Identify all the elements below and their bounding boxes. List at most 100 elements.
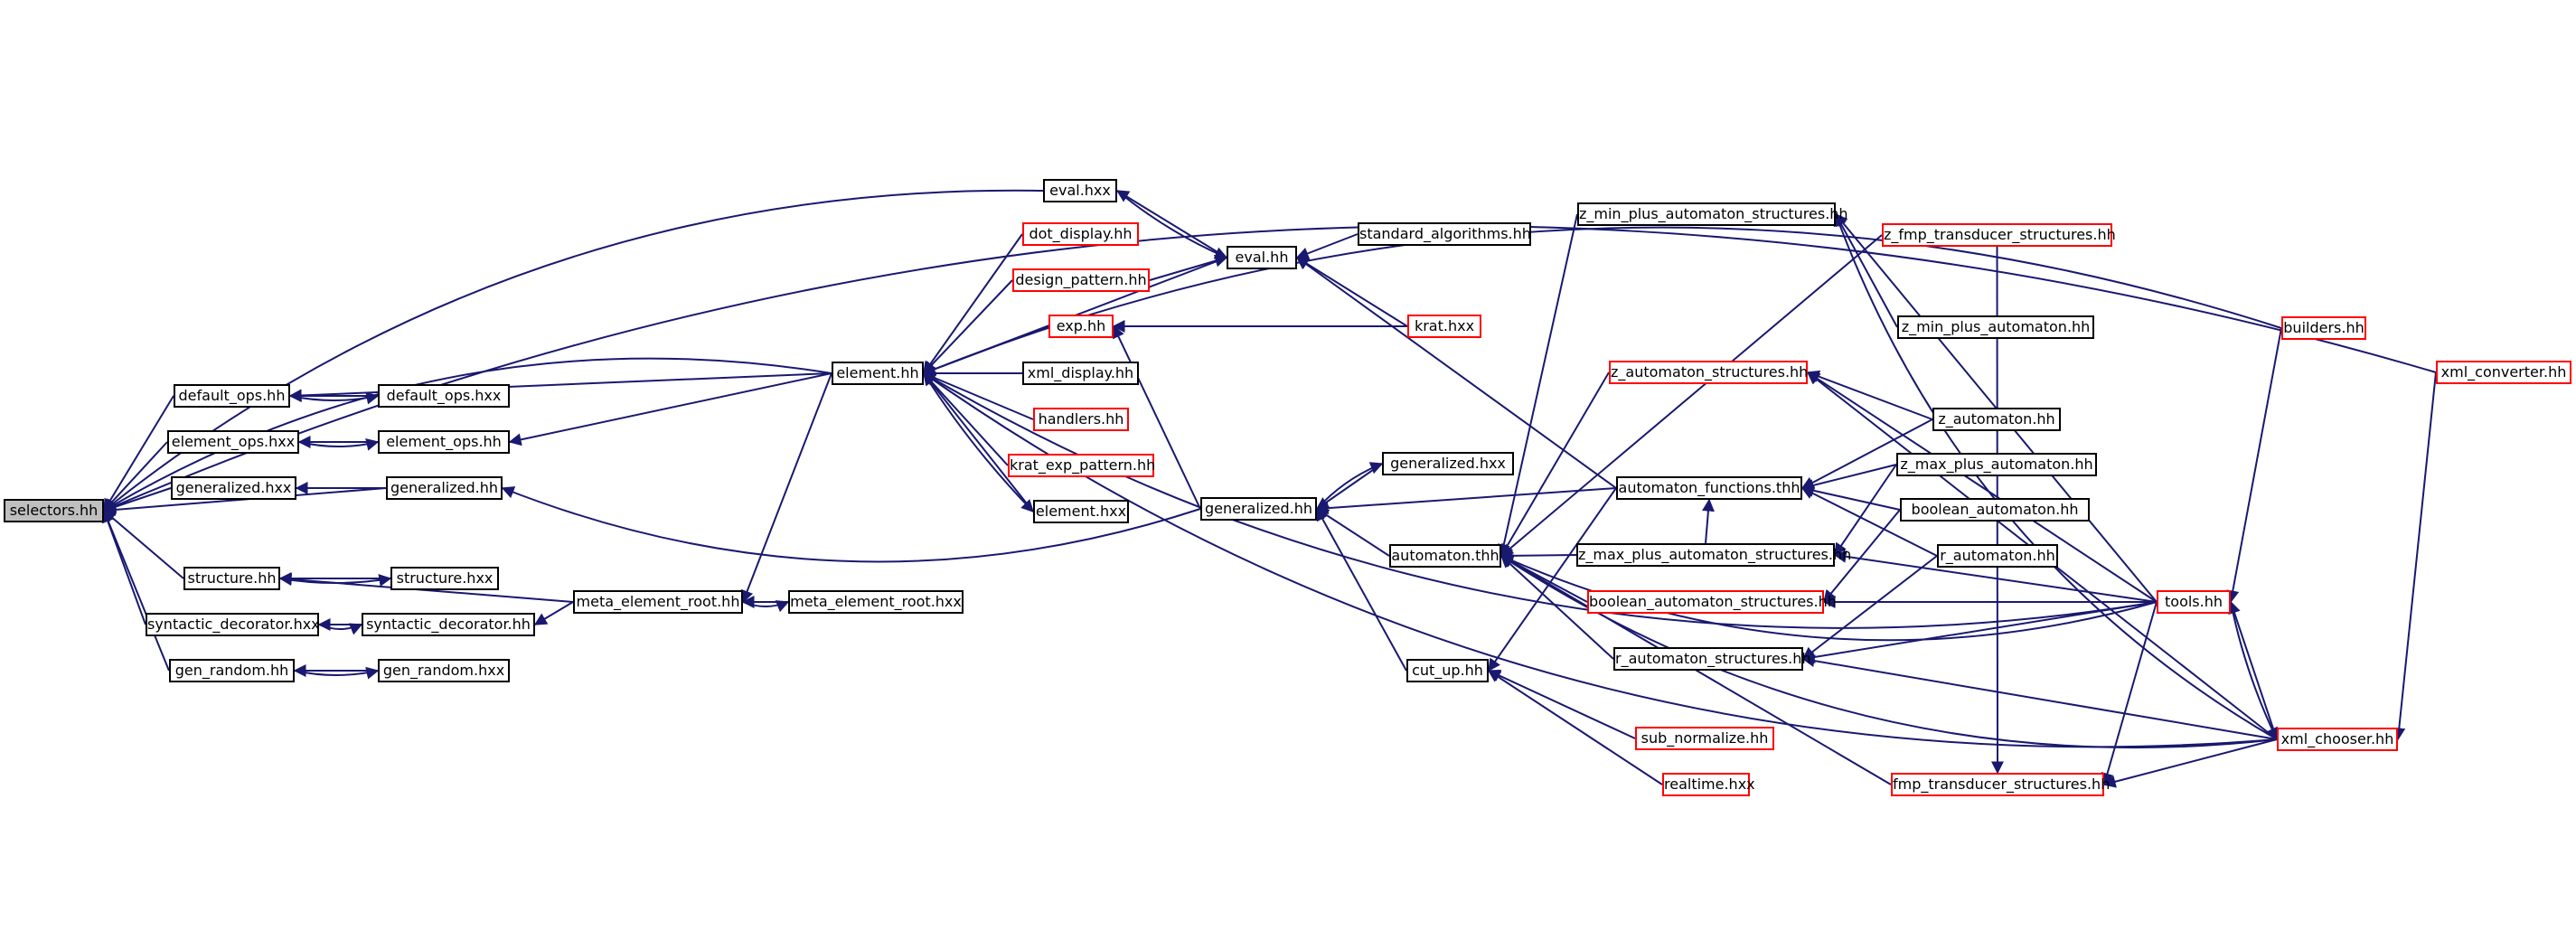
edge-handlers-to-element — [922, 371, 1034, 420]
node-eval-hxx[interactable]: eval.hxx — [1043, 179, 1117, 202]
node-element[interactable]: element.hh — [832, 362, 924, 385]
edge-generalized-hh-m-to-generalized-hxx-m — [1316, 462, 1384, 510]
node-syntactic[interactable]: syntactic_decorator.hh — [362, 613, 535, 636]
node-z-min-plus-structures[interactable]: z_min_plus_automaton_structures.hh — [1577, 202, 1848, 226]
node-boolean-automaton[interactable]: boolean_automaton.hh — [1900, 498, 2090, 522]
edge-tools-to-z-max-plus-structures — [1833, 550, 2158, 603]
edge-z-max-plus-structures-to-automaton-thh — [1500, 549, 1577, 562]
edge-element-to-element-hxx — [923, 372, 1034, 513]
edge-meta-root-to-syntactic — [533, 601, 574, 625]
node-meta-root[interactable]: meta_element_root.hh — [573, 590, 743, 614]
edge-z-min-plus-structures-to-automaton-thh — [1497, 213, 1578, 558]
edge-tools-to-z-automaton-structures — [1806, 371, 2158, 603]
node-realtime[interactable]: realtime.hxx — [1662, 773, 1755, 796]
edge-design-pattern-to-eval — [1149, 254, 1228, 281]
edge-xml-converter-to-xml-chooser — [2393, 371, 2437, 741]
node-z-automaton-structures[interactable]: z_automaton_structures.hh — [1609, 361, 1808, 384]
node-exp[interactable]: exp.hh — [1048, 315, 1114, 338]
node-z-min-plus-automaton[interactable]: z_min_plus_automaton.hh — [1897, 315, 2094, 339]
node-selectors[interactable]: selectors.hh — [4, 499, 104, 522]
edge-meta-root-to-meta-root-hxx — [742, 600, 790, 613]
edge-automaton-thh-to-generalized-hh-m — [1315, 508, 1390, 557]
edge-generalized-hh-m-to-generalized-hh-l — [501, 486, 1201, 563]
node-krat-hxx[interactable]: krat.hxx — [1407, 315, 1481, 338]
node-automaton-functions[interactable]: automaton_functions.thh — [1616, 476, 1802, 500]
node-boolean-automaton-structures[interactable]: boolean_automaton_structures.hh — [1587, 590, 1837, 614]
edge-element-to-element-ops — [508, 372, 832, 446]
edge-tools-to-r-automaton-structures — [1801, 601, 2158, 663]
node-generalized-hxx-m[interactable]: generalized.hxx — [1382, 452, 1514, 475]
node-default-ops-hxx[interactable]: default_ops.hxx — [378, 384, 510, 408]
node-design-pattern[interactable]: design_pattern.hh — [1012, 268, 1150, 292]
node-generalized-hh-m[interactable]: generalized.hh — [1200, 497, 1317, 521]
node-standard-algorithms[interactable]: standard_algorithms.hh — [1358, 222, 1531, 246]
edge-element-to-meta-root — [741, 372, 832, 604]
node-cut-up[interactable]: cut_up.hh — [1406, 659, 1489, 682]
node-krat-exp-pattern[interactable]: krat_exp_pattern.hh — [1008, 454, 1155, 477]
node-tools[interactable]: tools.hh — [2157, 590, 2231, 614]
edge-sub-normalize-to-cut-up — [1487, 669, 1636, 739]
node-builders[interactable]: builders.hh — [2281, 316, 2366, 340]
node-element-ops[interactable]: element_ops.hh — [378, 430, 510, 454]
edge-automaton-functions-to-generalized-hh-m — [1315, 487, 1617, 515]
node-r-automaton-structures[interactable]: r_automaton_structures.hh — [1613, 647, 1811, 671]
node-dot-display[interactable]: dot_display.hh — [1022, 222, 1139, 246]
edge-xml-converter-to-selectors — [102, 225, 2437, 512]
node-syntactic-hxx[interactable]: syntactic_decorator.hxx — [146, 613, 320, 636]
edge-dot-display-to-element — [923, 233, 1023, 375]
node-z-max-plus-automaton[interactable]: z_max_plus_automaton.hh — [1896, 453, 2097, 476]
edge-xml-chooser-to-automaton-thh — [1500, 555, 2278, 749]
edge-eval-hxx-to-eval — [1116, 190, 1228, 259]
node-generalized-hh-l[interactable]: generalized.hh — [386, 476, 503, 500]
edge-xml-chooser-to-fmp-transducer-structures — [2102, 738, 2278, 788]
edge-r-automaton-to-automaton-functions — [1800, 487, 1938, 557]
edge-r-automaton-structures-to-automaton-thh — [1500, 555, 1614, 660]
edge-standard-algorithms-to-eval — [1295, 233, 1359, 259]
edge-structure-to-structure-hxx — [279, 574, 392, 587]
edge-builders-to-tools — [2226, 327, 2282, 604]
edge-z-automaton-to-z-automaton-structures — [1806, 370, 1933, 420]
node-default-ops[interactable]: default_ops.hh — [174, 384, 290, 408]
node-handlers[interactable]: handlers.hh — [1033, 408, 1129, 431]
node-sub-normalize[interactable]: sub_normalize.hh — [1635, 727, 1774, 750]
node-z-max-plus-structures[interactable]: z_max_plus_automaton_structures.hh — [1576, 543, 1851, 567]
edge-xml-chooser-to-element — [922, 372, 2278, 748]
edge-meta-root-to-structure — [278, 573, 574, 603]
edge-cut-up-to-generalized-hh-m — [1316, 507, 1407, 672]
edge-automaton-functions-to-eval — [1295, 257, 1617, 489]
node-meta-root-hxx[interactable]: meta_element_root.hxx — [788, 590, 964, 614]
node-structure-hxx[interactable]: structure.hxx — [390, 567, 499, 590]
node-z-automaton[interactable]: z_automaton.hh — [1932, 408, 2061, 431]
node-element-hxx[interactable]: element.hxx — [1033, 500, 1129, 523]
edge-generalized-hh-m-to-exp — [1113, 324, 1201, 510]
edge-krat-hxx-to-eval — [1295, 257, 1408, 327]
node-gen-random-hxx[interactable]: gen_random.hxx — [378, 659, 510, 682]
edge-tools-to-xml-chooser — [2230, 601, 2278, 741]
edge-design-pattern-to-element — [923, 279, 1013, 375]
node-xml-display[interactable]: xml_display.hh — [1022, 362, 1139, 385]
edge-element-to-selectors — [102, 357, 832, 512]
node-generalized-hxx-l[interactable]: generalized.hxx — [171, 476, 296, 500]
edge-element-to-default-ops — [288, 372, 832, 402]
edge-gen-random-to-gen-random-hxx — [294, 666, 380, 680]
node-fmp-transducer-structures[interactable]: fmp_transducer_structures.hh — [1891, 773, 2110, 796]
node-eval[interactable]: eval.hh — [1227, 246, 1297, 269]
edge-gen-random-to-selectors — [102, 509, 170, 672]
edge-z-automaton-structures-to-automaton-thh — [1500, 371, 1610, 558]
node-gen-random[interactable]: gen_random.hh — [169, 659, 295, 682]
edge-boolean-automaton-to-boolean-automaton-structures — [1823, 509, 1901, 604]
edge-element-hxx-to-element — [923, 371, 1034, 512]
edge-z-fmp-transducer-structures-to-automaton-thh — [1500, 234, 1883, 557]
edge-z-automaton-to-automaton-functions — [1800, 418, 1933, 489]
node-xml-converter[interactable]: xml_converter.hh — [2436, 361, 2571, 384]
node-automaton-thh[interactable]: automaton.thh — [1389, 544, 1501, 568]
edge-r-automaton-to-r-automaton-structures — [1801, 555, 1938, 660]
edge-syntactic-hxx-to-syntactic — [318, 623, 363, 635]
edge-default-ops-to-selectors — [103, 395, 174, 512]
edge-realtime-to-cut-up — [1487, 670, 1663, 785]
node-z-fmp-transducer-structures[interactable]: z_fmp_transducer_structures.hh — [1882, 223, 2116, 247]
node-xml-chooser[interactable]: xml_chooser.hh — [2277, 728, 2398, 751]
node-element-ops-hxx[interactable]: element_ops.hxx — [167, 430, 299, 454]
node-r-automaton[interactable]: r_automaton.hh — [1937, 544, 2058, 568]
node-structure[interactable]: structure.hh — [183, 567, 280, 590]
